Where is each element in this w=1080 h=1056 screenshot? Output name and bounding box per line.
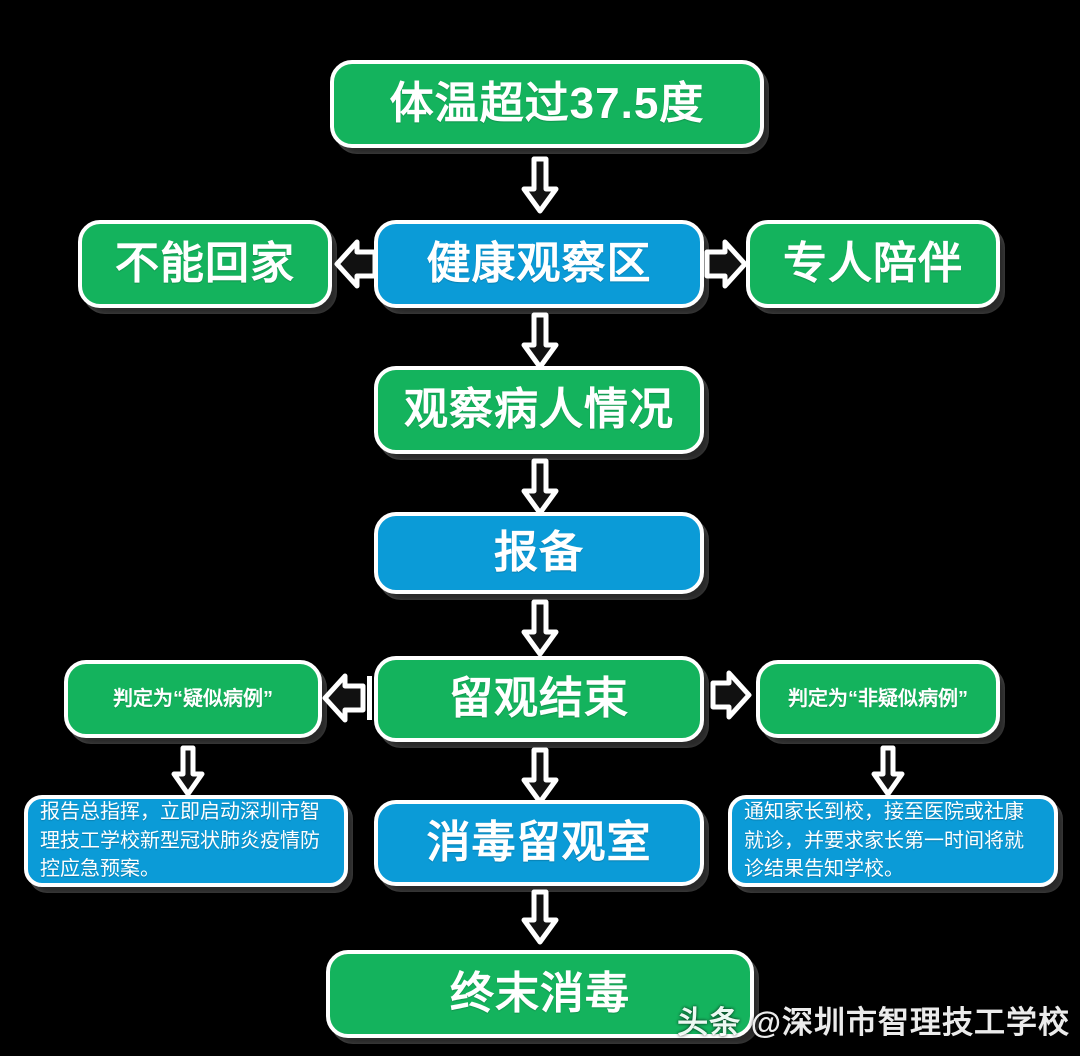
node-report-filing: 报备 — [374, 512, 704, 594]
node-label: 终末消毒 — [450, 968, 630, 1018]
node-notify-parents-action: 通知家长到校，接至医院或社康就诊，并要求家长第一时间将就诊结果告知学校。 — [728, 795, 1058, 887]
node-disinfect-observation-room: 消毒留观室 — [374, 800, 704, 886]
arrow-left-1 — [332, 234, 380, 296]
node-label: 不能回家 — [115, 238, 295, 288]
arrow-down-6 — [515, 747, 565, 810]
node-cannot-go-home: 不能回家 — [78, 220, 332, 308]
node-label: 报告总指挥，立即启动深圳市智理技工学校新型冠状肺炎疫情防控应急预案。 — [40, 801, 320, 881]
node-observe-patient-condition: 观察病人情况 — [374, 366, 704, 454]
node-label: 健康观察区 — [426, 238, 652, 288]
node-label: 专人陪伴 — [783, 238, 963, 288]
node-label: 体温超过37.5度 — [389, 78, 705, 128]
node-judged-non-suspected-case: 判定为“非疑似病例” — [756, 660, 1000, 738]
node-judged-suspected-case: 判定为“疑似病例” — [64, 660, 322, 738]
arrow-down-3 — [515, 458, 565, 521]
node-label: 消毒留观室 — [426, 817, 652, 867]
arrow-down-5 — [166, 745, 212, 802]
watermark-text: 头条 @深圳市智理技工学校 — [677, 1005, 1070, 1040]
arrow-right-1 — [702, 234, 750, 296]
arrow-down-1 — [515, 156, 565, 219]
node-health-observation-area: 健康观察区 — [374, 220, 704, 308]
arrow-down-7 — [866, 745, 912, 802]
arrow-right-2 — [708, 665, 758, 729]
arrow-left-2 — [320, 668, 374, 732]
arrow-down-8 — [515, 889, 565, 950]
node-label: 判定为“疑似病例” — [113, 687, 273, 710]
arrow-down-4 — [515, 599, 565, 662]
node-report-commander-action: 报告总指挥，立即启动深圳市智理技工学校新型冠状肺炎疫情防控应急预案。 — [24, 795, 348, 887]
node-label: 报备 — [494, 527, 584, 577]
node-label: 留观结束 — [449, 673, 629, 723]
node-label: 通知家长到校，接至医院或社康就诊，并要求家长第一时间将就诊结果告知学校。 — [744, 801, 1024, 881]
node-label: 判定为“非疑似病例” — [788, 687, 968, 710]
node-observation-end: 留观结束 — [374, 656, 704, 742]
node-temperature-over-37-5: 体温超过37.5度 — [330, 60, 764, 148]
node-dedicated-companion: 专人陪伴 — [746, 220, 1000, 308]
node-terminal-disinfection: 终末消毒 — [326, 950, 754, 1038]
node-label: 观察病人情况 — [404, 384, 674, 434]
arrow-down-2 — [515, 312, 565, 375]
